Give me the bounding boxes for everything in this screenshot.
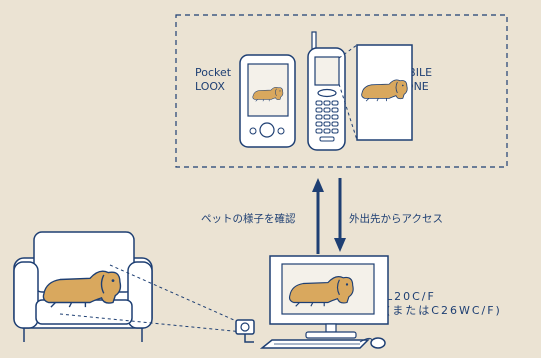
check-pet-label: ペットの様子を確認 — [201, 213, 296, 225]
model-line-1: L20C/F — [386, 290, 436, 303]
pocket-loox-line-2: LOOX — [195, 80, 225, 93]
desktop-pc-icon — [269, 255, 389, 339]
upload-arrow — [312, 178, 324, 254]
download-arrow — [334, 178, 346, 252]
access-outside-label: 外出先からアクセス — [349, 213, 443, 225]
webcam-icon — [235, 319, 255, 343]
zoom-lines — [338, 44, 358, 141]
model-line-2: (またはC26WC/F) — [386, 304, 502, 317]
pocket-loox-label: Pocket LOOX — [195, 66, 231, 94]
mobile-access-area — [175, 14, 508, 168]
mobile-phone-icon — [307, 31, 346, 151]
pda-icon — [239, 54, 296, 148]
phone-screen-zoom — [356, 44, 413, 141]
pocket-loox-line-1: Pocket — [195, 66, 232, 79]
camera-view-lines — [59, 264, 244, 333]
mouse-icon — [359, 337, 386, 349]
model-label: L20C/F (またはC26WC/F) — [386, 290, 502, 318]
keyboard-icon — [259, 339, 370, 349]
